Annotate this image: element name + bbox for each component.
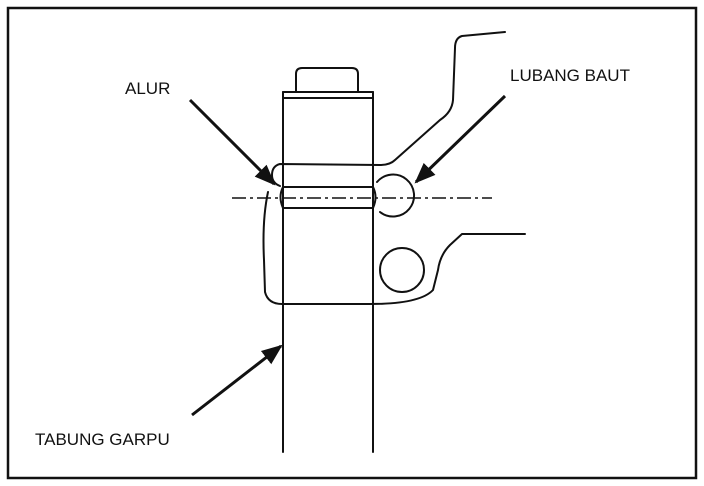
upper-clamp-outline (271, 31, 506, 187)
label-lubang-baut: LUBANG BAUT (510, 66, 630, 85)
arrow-tabung-garpu (191, 344, 283, 417)
bolt-hole-upper (376, 173, 415, 218)
frame-border (6, 6, 698, 480)
bolt-hole-lower (379, 247, 425, 293)
label-alur: ALUR (125, 79, 171, 98)
lower-clamp-outline (262, 191, 526, 305)
arrow-alur (188, 98, 276, 186)
arrow-lubang-baut (414, 94, 507, 184)
fork-cap-nut (295, 67, 359, 93)
groove-left-notch (279, 186, 284, 209)
label-tabung-garpu: TABUNG GARPU (35, 430, 170, 449)
